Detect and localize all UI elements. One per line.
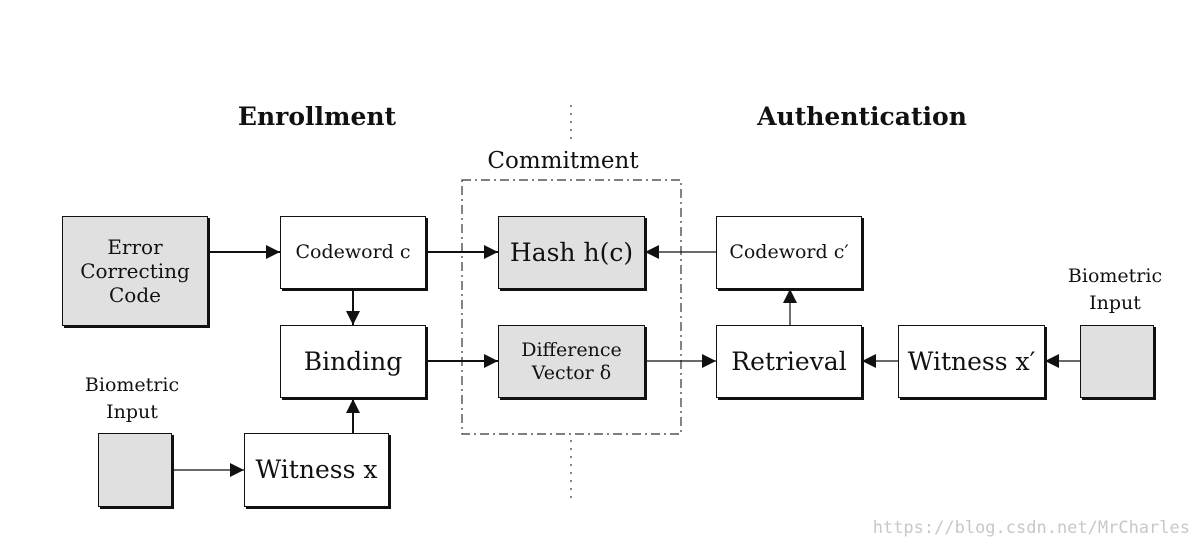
ecc-line-3: Code xyxy=(109,283,161,307)
binding-label: Binding xyxy=(303,346,403,376)
biometric-input-right-label: Biometric Input xyxy=(1045,263,1185,317)
difference-line-2: Vector δ xyxy=(531,361,612,384)
watermark: https://blog.csdn.net/MrCharles xyxy=(872,518,1190,538)
witness-x-label: Witness x xyxy=(255,455,378,484)
hash-label: Hash h(c) xyxy=(509,237,634,267)
heading-enrollment: Enrollment xyxy=(237,102,397,131)
heading-authentication: Authentication xyxy=(757,102,967,131)
codeword-c-box: Codeword c xyxy=(280,216,426,289)
witness-x-prime-box: Witness x′ xyxy=(898,325,1045,398)
biometric-input-left-label: Biometric Input xyxy=(62,372,202,426)
commitment-frame xyxy=(461,179,682,435)
codeword-c-label: Codeword c xyxy=(295,241,411,264)
witness-x-prime-label: Witness x′ xyxy=(907,346,1036,376)
biometric-right-line-1: Biometric xyxy=(1067,265,1163,287)
commitment-label: Commitment xyxy=(487,148,639,174)
biometric-right-line-2: Input xyxy=(1089,292,1141,314)
ecc-line-1: Error xyxy=(107,235,163,259)
ecc-line-2: Correcting xyxy=(80,259,190,283)
retrieval-label: Retrieval xyxy=(731,346,847,376)
difference-vector-box: Difference Vector δ xyxy=(498,325,645,398)
binding-box: Binding xyxy=(280,325,426,398)
hash-box: Hash h(c) xyxy=(498,216,645,289)
error-correcting-code-box: Error Correcting Code xyxy=(62,216,208,326)
biometric-input-right-box xyxy=(1080,325,1154,398)
biometric-left-line-2: Input xyxy=(106,401,158,423)
witness-x-box: Witness x xyxy=(244,433,389,507)
codeword-c-prime-label: Codeword c′ xyxy=(729,241,849,264)
retrieval-box: Retrieval xyxy=(716,325,862,398)
biometric-input-left-box xyxy=(98,433,172,507)
codeword-c-prime-box: Codeword c′ xyxy=(716,216,862,289)
biometric-left-line-1: Biometric xyxy=(84,374,180,396)
difference-line-1: Difference xyxy=(521,338,622,361)
